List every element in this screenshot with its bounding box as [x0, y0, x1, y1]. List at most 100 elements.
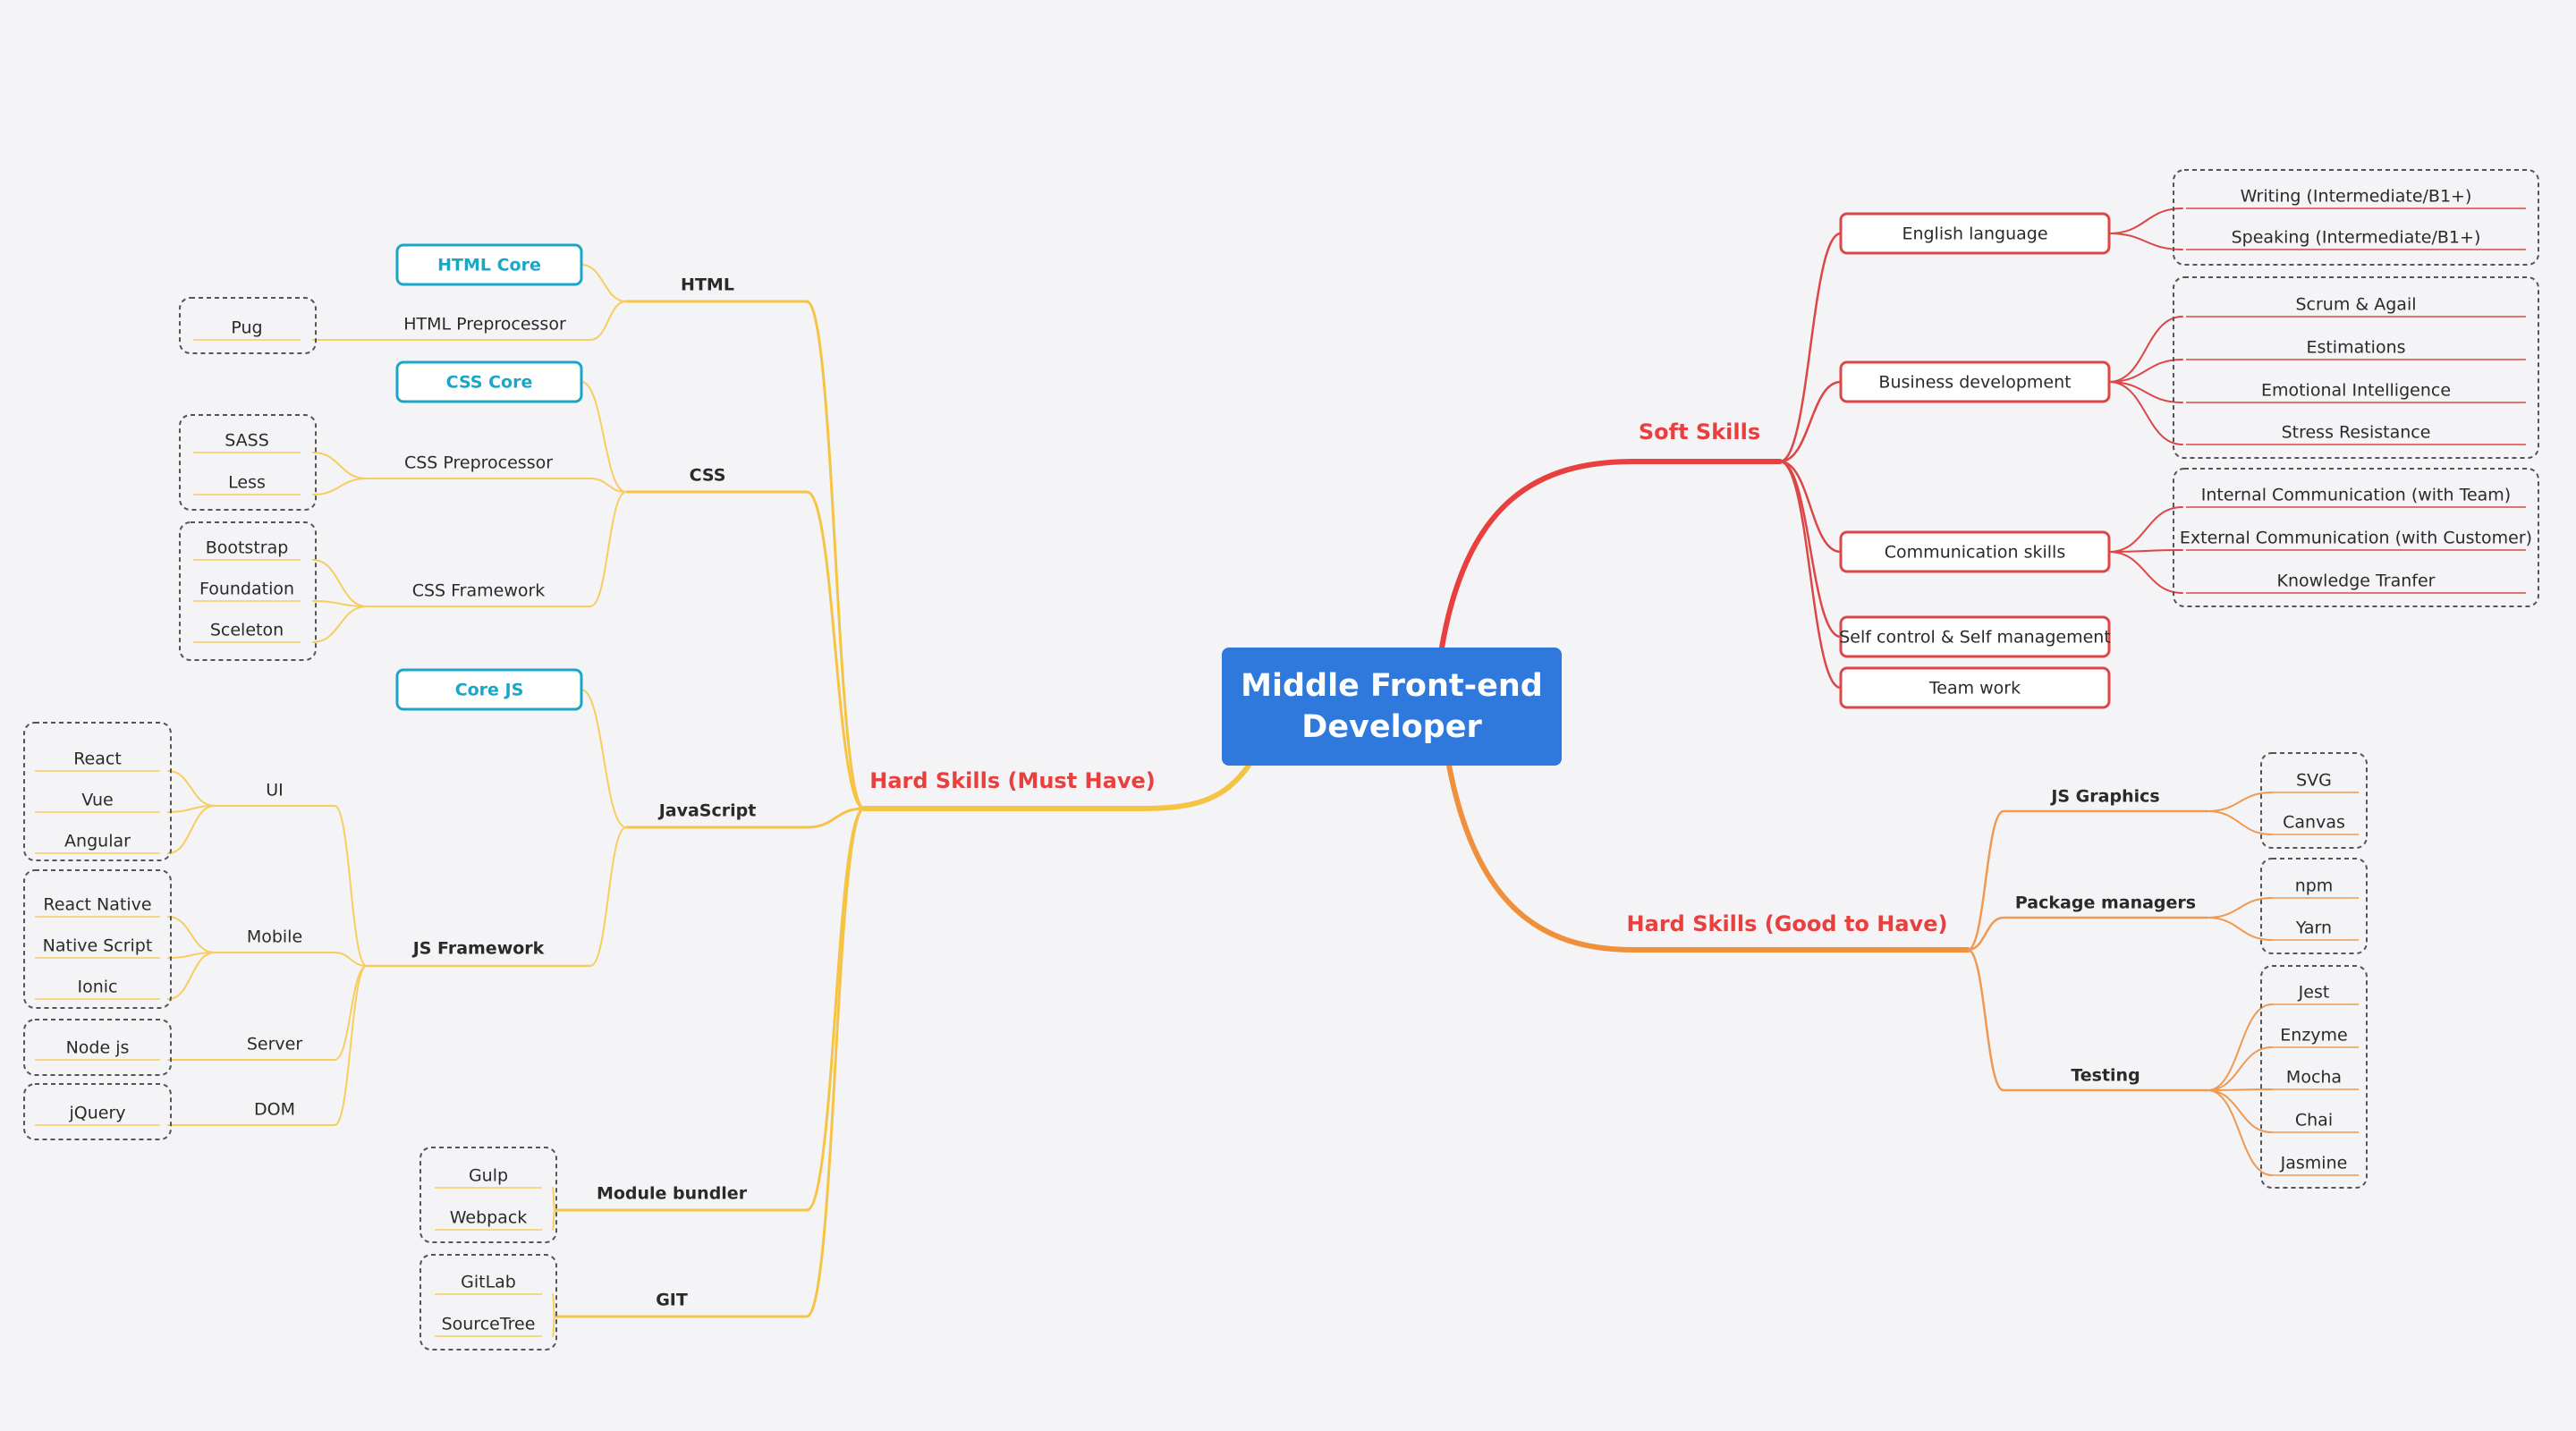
git-item-connector	[552, 1316, 555, 1337]
ui-connector	[334, 805, 368, 967]
server-items-item-node-js: Node js	[66, 1038, 130, 1058]
git-items-item-sourcetree: SourceTree	[442, 1315, 536, 1334]
soft-node-communication-connector	[1778, 460, 1843, 554]
package-managers-connector	[1966, 916, 2005, 952]
communication-items-connector	[2108, 549, 2183, 553]
soft-node-english-label: English language	[1902, 224, 2047, 244]
module-bundler-node-label: Module bundler	[597, 1184, 748, 1204]
css-framework-connector	[589, 491, 627, 607]
communication-items-item-external-communication-with-customer: External Communication (with Customer)	[2180, 529, 2532, 548]
soft-node-self-control-label: Self control & Self management	[1839, 628, 2111, 648]
soft-node-team-work[interactable]	[1839, 666, 2111, 709]
html-core-node[interactable]	[395, 243, 583, 286]
ui-items-item-vue: Vue	[81, 791, 113, 810]
testing-items-group	[2260, 965, 2368, 1189]
hard-skills-must-label: Hard Skills (Must Have)	[869, 768, 1155, 793]
css-core-node[interactable]	[395, 360, 583, 403]
dom-label: DOM	[254, 1100, 295, 1120]
soft-node-english-connector	[1778, 232, 1843, 463]
communication-items-item-knowledge-tranfer: Knowledge Tranfer	[2277, 572, 2436, 591]
testing-items-item-jest: Jest	[2298, 983, 2330, 1003]
business-items-item-scrum-agail: Scrum & Agail	[2295, 295, 2416, 315]
testing-connector	[1966, 948, 2005, 1092]
central-topic-line-1: Middle Front-end	[1241, 668, 1543, 704]
css-preprocessor-items-item-sass: SASS	[225, 431, 269, 451]
central-topic[interactable]	[1222, 648, 1562, 766]
testing-item-connector	[2207, 1088, 2273, 1091]
connectors	[35, 207, 2526, 1337]
css-framework-item-connector	[312, 559, 368, 607]
soft-node-team-work-connector	[1778, 460, 1843, 690]
core-js-connector	[580, 689, 627, 828]
testing-items-item-jasmine: Jasmine	[2280, 1154, 2348, 1173]
package-managers-item-connector	[2207, 897, 2273, 919]
communication-items-connector	[2108, 551, 2183, 594]
mobile-items-item-native-script: Native Script	[43, 936, 153, 956]
package-managers-items-item-yarn: Yarn	[2295, 919, 2332, 938]
testing-item-connector	[2207, 1089, 2273, 1133]
css-framework-item-connector	[312, 605, 368, 643]
js-graphics-items-item-svg: SVG	[2296, 771, 2332, 791]
communication-items-connector	[2108, 506, 2183, 553]
module-bundler-items-item-webpack: Webpack	[450, 1208, 528, 1228]
dom-items-item-jquery: jQuery	[68, 1104, 125, 1123]
business-items-connector	[2108, 381, 2183, 445]
css-core-node-label: CSS Core	[446, 373, 533, 393]
css-preprocessor-item-connector	[312, 452, 368, 479]
js-graphics-items-group	[2260, 752, 2368, 849]
english-items-group	[2173, 169, 2539, 266]
css-framework-label: CSS Framework	[412, 581, 546, 601]
core-js-node[interactable]	[395, 668, 583, 711]
mobile-items-item-ionic: Ionic	[78, 978, 118, 997]
soft-node-communication[interactable]	[1839, 530, 2111, 573]
testing-label: Testing	[2071, 1066, 2140, 1086]
ui-item-connector	[167, 770, 216, 807]
html-core-connector	[580, 264, 627, 302]
core-js-node-label: Core JS	[455, 681, 524, 700]
package-managers-items-group	[2260, 858, 2368, 954]
soft-node-english[interactable]	[1839, 212, 2111, 255]
soft-skills-label: Soft Skills	[1639, 419, 1760, 445]
css-framework-items-item-bootstrap: Bootstrap	[206, 538, 289, 558]
js-framework-label: JS Framework	[411, 939, 545, 959]
branch-soft-skills	[1439, 459, 1783, 650]
mobile-item-connector	[167, 916, 216, 953]
package-managers-item-connector	[2207, 917, 2273, 941]
package-managers-items-item-npm: npm	[2295, 876, 2334, 896]
js-graphics-connector	[1966, 809, 2005, 952]
html-core-node-label: HTML Core	[437, 256, 541, 275]
soft-node-business[interactable]	[1839, 360, 2111, 403]
branch-hard-skills-must	[861, 763, 1251, 811]
soft-node-business-label: Business development	[1878, 373, 2071, 393]
module-bundler-items-item-gulp: Gulp	[469, 1166, 508, 1186]
css-preprocessor-item-connector	[312, 478, 368, 495]
business-items-connector	[2108, 316, 2183, 383]
ui-item-connector	[167, 805, 216, 854]
css-preprocessor-items-item-less: Less	[228, 473, 266, 493]
ui-items-group	[23, 722, 172, 861]
branch-hard-skills-good	[1446, 763, 1970, 953]
testing-item-connector	[2207, 1089, 2273, 1176]
soft-node-self-control[interactable]	[1839, 615, 2111, 658]
soft-node-business-connector	[1778, 380, 1843, 463]
mobile-label: Mobile	[247, 927, 302, 947]
business-items-item-stress-resistance: Stress Resistance	[2282, 423, 2431, 443]
git-node-connector	[805, 807, 866, 1318]
dashed-groups	[23, 169, 2539, 1351]
css-preprocessor-label: CSS Preprocessor	[404, 453, 553, 473]
css-preprocessor-items-group	[179, 414, 317, 511]
soft-node-communication-label: Communication skills	[1885, 543, 2065, 563]
pug-items-item-pug: Pug	[231, 318, 262, 338]
javascript-node-label: JavaScript	[657, 801, 757, 821]
js-graphics-item-connector	[2207, 810, 2273, 835]
git-items-group	[419, 1254, 557, 1351]
testing-items-item-mocha: Mocha	[2286, 1068, 2342, 1088]
css-core-connector	[580, 381, 627, 493]
communication-items-item-internal-communication-with-team: Internal Communication (with Team)	[2201, 486, 2511, 505]
module-bundler-item-connector	[552, 1209, 555, 1231]
mobile-connector	[334, 952, 368, 967]
testing-items-item-enzyme: Enzyme	[2280, 1026, 2347, 1046]
ui-label: UI	[266, 781, 284, 800]
html-preprocessor-label: HTML Preprocessor	[403, 315, 566, 334]
dom-connector	[334, 965, 368, 1126]
